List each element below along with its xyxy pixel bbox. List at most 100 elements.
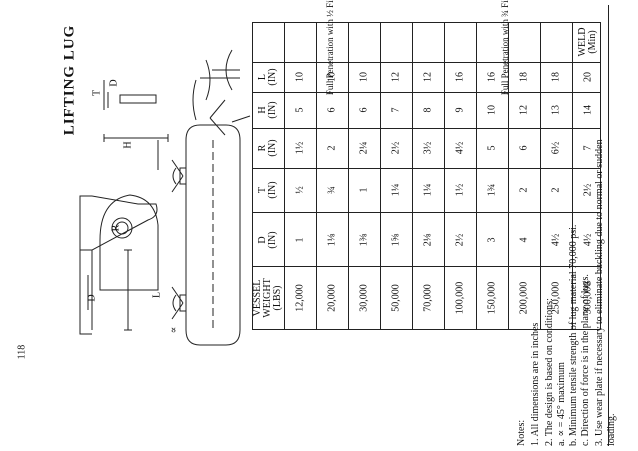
table-cell: 1¼ <box>390 183 402 197</box>
label-d: D <box>86 294 98 302</box>
table-cell: 13 <box>550 105 562 115</box>
note-line: b. Minimum tensile strength of lug mater… <box>568 224 579 446</box>
table-cell: 18 <box>518 72 530 82</box>
table-cell: 8 <box>422 107 434 113</box>
row-sep <box>476 22 477 329</box>
table-cell: 3½ <box>422 141 434 155</box>
note-line: 3. Use wear plate if necessary to elimin… <box>594 139 605 446</box>
row-sep <box>380 22 381 329</box>
table-cell: 1⅛ <box>326 233 338 247</box>
table-cell: 20,000 <box>326 284 338 312</box>
column-header: D (IN) <box>257 231 278 249</box>
table-cell: 1⅜ <box>358 233 370 247</box>
table-cell: 1 <box>294 237 306 243</box>
table-cell: 2½ <box>454 233 466 247</box>
table-cell: 6 <box>518 145 530 151</box>
table-cell: 2 <box>550 187 562 193</box>
row-sep <box>508 22 509 329</box>
table-cell: 10 <box>294 72 306 82</box>
col-sep <box>252 92 600 93</box>
table-cell: 16 <box>486 72 498 82</box>
table-cell: 12 <box>390 72 402 82</box>
col-sep <box>252 128 600 129</box>
table-top <box>252 22 600 23</box>
label-r: R <box>110 224 122 232</box>
table-cell: 2½ <box>582 183 594 197</box>
note-line: 2. The design is based on conditions: <box>544 298 555 446</box>
table-cell: 2 <box>326 145 338 151</box>
table-cell: 4½ <box>454 141 466 155</box>
header-separator <box>252 266 600 267</box>
table-cell: 16 <box>454 72 466 82</box>
table-cell: 2½ <box>390 141 402 155</box>
label-t: T <box>91 89 103 97</box>
table-cell: 4 <box>518 237 530 243</box>
table-cell: 50,000 <box>390 284 402 312</box>
table-cell: 5 <box>294 107 306 113</box>
col-sep <box>252 62 600 63</box>
table-left <box>252 22 253 329</box>
table-cell: 9 <box>454 107 466 113</box>
column-header: WELD (Min) <box>577 27 598 57</box>
table-cell: 7 <box>390 107 402 113</box>
table-cell: 12,000 <box>294 284 306 312</box>
table-cell: 200,000 <box>518 281 530 315</box>
row-sep <box>572 22 573 329</box>
table-cell: 4½ <box>550 233 562 247</box>
note-line: loading. <box>606 413 617 447</box>
row-sep <box>348 22 349 329</box>
col-sep <box>252 168 600 169</box>
row-sep <box>540 22 541 329</box>
table-cell: 10 <box>486 105 498 115</box>
notes-heading: Notes: <box>516 419 527 446</box>
table-cell: 6 <box>358 107 370 113</box>
table-cell: 2⅛ <box>422 233 434 247</box>
table-cell: 6½ <box>550 141 562 155</box>
table-cell: 7 <box>582 145 594 151</box>
row-sep <box>284 22 285 329</box>
table-cell: 12 <box>422 72 434 82</box>
label-d2: D <box>108 79 120 87</box>
column-header: H (IN) <box>257 101 278 119</box>
label-l: L <box>151 291 163 299</box>
table-cell: 100,000 <box>454 281 466 315</box>
table-cell: 70,000 <box>422 284 434 312</box>
table-cell: 150,000 <box>486 281 498 315</box>
table-cell: 2¼ <box>358 141 370 155</box>
table-cell: 1¼ <box>422 183 434 197</box>
table-cell: 10 <box>358 72 370 82</box>
note-line: c. Direction of force is in the plane of… <box>580 274 591 446</box>
table-cell: 12 <box>518 105 530 115</box>
table-bottom <box>252 329 600 330</box>
table-cell: 6 <box>326 107 338 113</box>
column-header: L (IN) <box>257 68 278 86</box>
table-cell: 4½ <box>582 233 594 247</box>
col-sep <box>252 212 600 213</box>
table-cell: 1½ <box>294 141 306 155</box>
table-cell: 5 <box>486 145 498 151</box>
table-cell: 1¾ <box>486 183 498 197</box>
table-cell: 1½ <box>454 183 466 197</box>
table-cell: 30,000 <box>358 284 370 312</box>
label-alpha: ∝ <box>168 326 180 334</box>
margin-line <box>608 5 609 446</box>
table-cell: 14 <box>582 105 594 115</box>
weld-note-half: Full Penetration with ½ Fillet <box>325 0 335 96</box>
weld-note-three-quarter: Full Penetration with ¾ Fillet <box>500 0 510 96</box>
table-cell: 1⅝ <box>390 233 402 247</box>
note-line: 1. All dimensions are in inches <box>530 322 541 446</box>
column-header: VESSEL WEIGHT (LBS) <box>252 278 283 318</box>
table-right <box>600 22 601 329</box>
table-cell: 2 <box>518 187 530 193</box>
column-header: T (IN) <box>257 181 278 199</box>
table-cell: ¾ <box>326 186 338 194</box>
table-cell: 18 <box>550 72 562 82</box>
table-cell: 20 <box>582 72 594 82</box>
column-header: R (IN) <box>257 139 278 157</box>
table-cell: 3 <box>486 237 498 243</box>
label-h: H <box>122 141 134 149</box>
table-cell: 1 <box>358 187 370 193</box>
row-sep <box>412 22 413 329</box>
note-line: a. ∝ = 45° maximum <box>556 362 567 446</box>
